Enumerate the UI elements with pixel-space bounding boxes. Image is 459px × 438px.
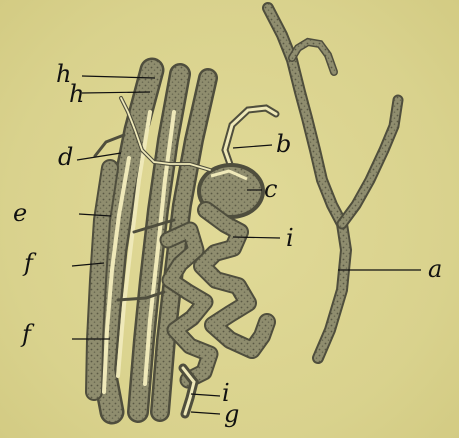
label-h-lower: h bbox=[69, 82, 84, 106]
label-c: c bbox=[264, 177, 277, 201]
label-e: e bbox=[13, 201, 27, 225]
label-g: g bbox=[224, 402, 239, 426]
label-f-lower: f bbox=[22, 322, 31, 346]
coiled-tubules bbox=[168, 210, 267, 414]
label-b: b bbox=[276, 132, 291, 156]
label-i-upper: i bbox=[286, 226, 294, 250]
label-a: a bbox=[428, 257, 442, 281]
label-d: d bbox=[58, 145, 73, 169]
label-f-upper: f bbox=[24, 251, 33, 275]
vessel-a bbox=[268, 8, 398, 358]
